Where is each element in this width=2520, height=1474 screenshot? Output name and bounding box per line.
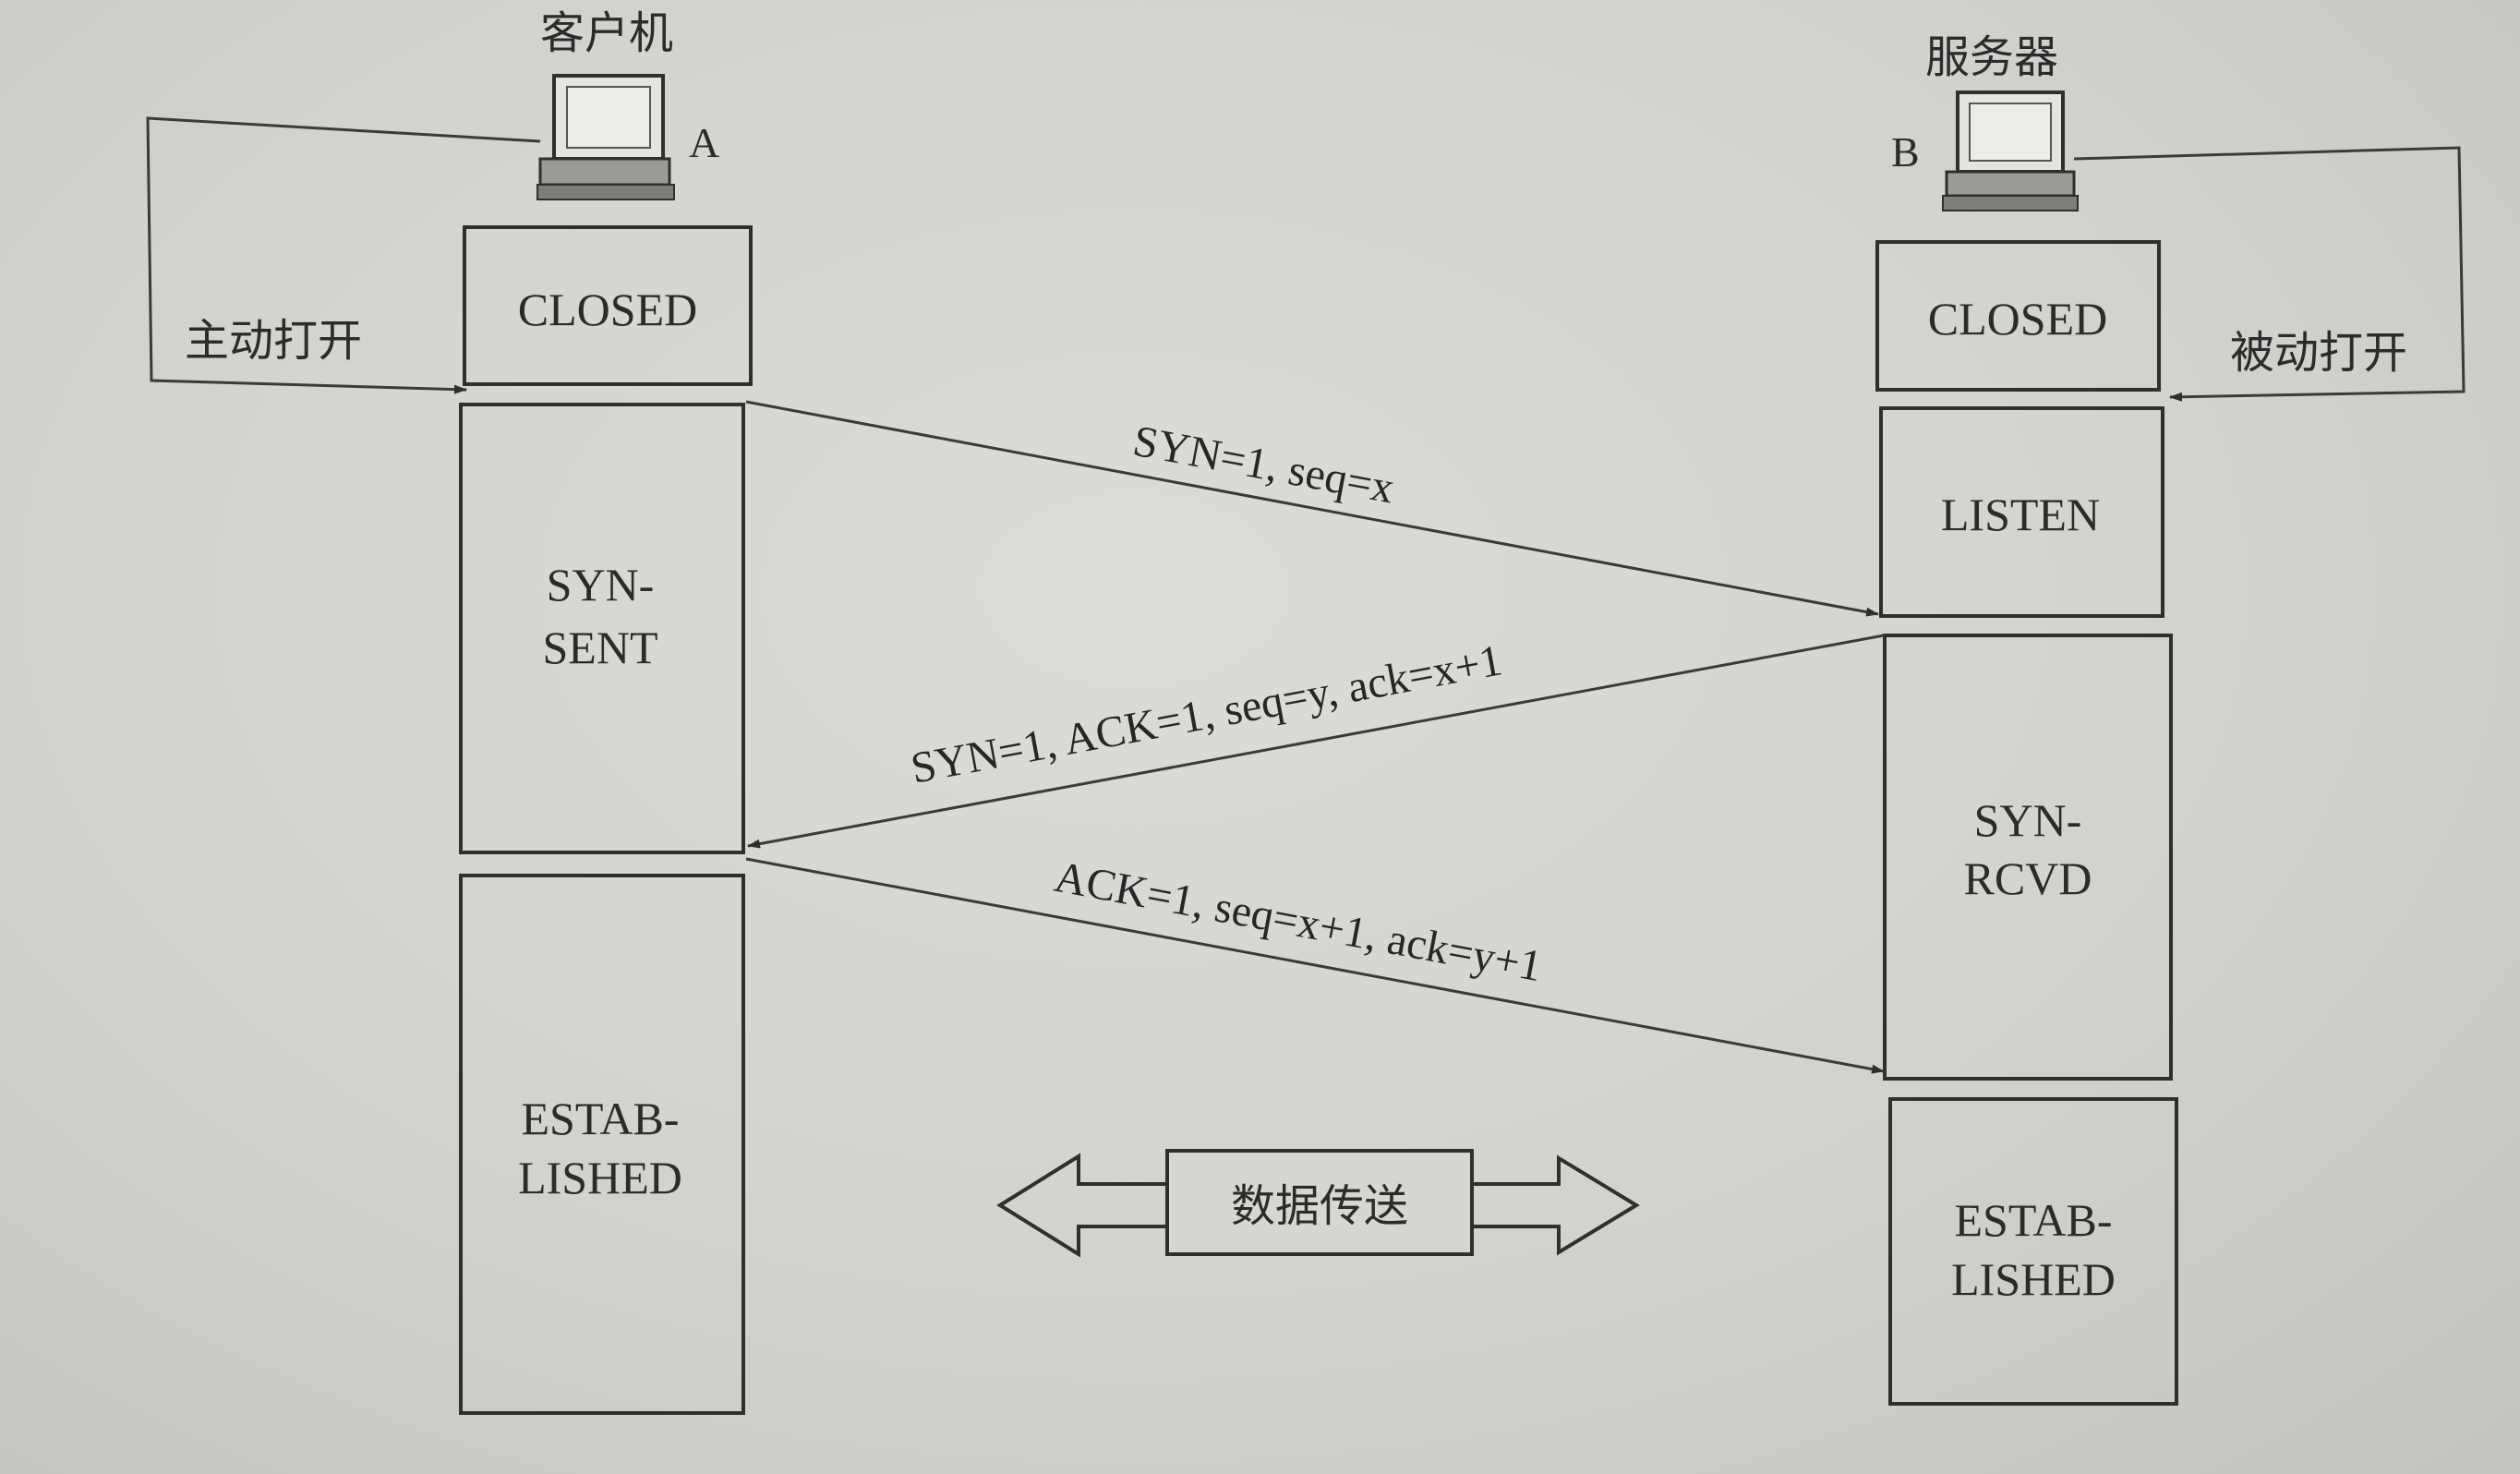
client-closed-label: CLOSED xyxy=(518,284,697,335)
syn-ack-message-label: SYN=1, ACK=1, seq=y, ack=x+1 xyxy=(907,635,1505,792)
client-syn-sent-line1: SYN- xyxy=(547,559,655,610)
server-open-label: 被动打开 xyxy=(2230,327,2407,379)
client-established-line2: LISHED xyxy=(518,1152,682,1203)
server-established-line2: LISHED xyxy=(1951,1253,2116,1305)
server-computer-icon xyxy=(1942,91,2079,211)
syn-ack-arrow xyxy=(747,634,1885,849)
server-syn-rcvd-box xyxy=(1883,634,2173,1081)
syn-arrow xyxy=(745,400,1879,617)
client-syn-sent-line2: SENT xyxy=(543,622,658,673)
client-closed-box xyxy=(463,225,753,386)
server-syn-rcvd-line2: RCVD xyxy=(1964,852,2092,904)
server-established-line1: ESTAB- xyxy=(1955,1194,2113,1246)
client-title: 客户机 xyxy=(540,7,673,59)
client-established-box xyxy=(459,874,745,1415)
server-syn-rcvd-line1: SYN- xyxy=(1974,794,2082,846)
server-established-box xyxy=(1888,1097,2178,1406)
ack-message-label: ACK=1, seq=x+1, ack=y+1 xyxy=(1051,852,1546,992)
server-listen-box xyxy=(1879,406,2164,618)
data-transfer-label: 数据传送 xyxy=(1231,1180,1408,1232)
client-letter: A xyxy=(689,119,719,166)
server-open-line xyxy=(2073,146,2466,402)
client-open-label: 主动打开 xyxy=(185,315,362,367)
ack-arrow xyxy=(745,857,1885,1074)
server-closed-box xyxy=(1875,240,2161,392)
client-syn-sent-box xyxy=(459,403,745,854)
client-open-line xyxy=(146,116,541,394)
server-listen-label: LISTEN xyxy=(1941,489,2100,540)
client-computer-icon xyxy=(537,74,675,200)
server-title: 服务器 xyxy=(1925,31,2058,83)
data-transfer-double-arrow xyxy=(996,1149,1640,1258)
client-established-line1: ESTAB- xyxy=(522,1093,680,1144)
server-letter: B xyxy=(1891,128,1920,175)
server-closed-label: CLOSED xyxy=(1928,293,2107,344)
